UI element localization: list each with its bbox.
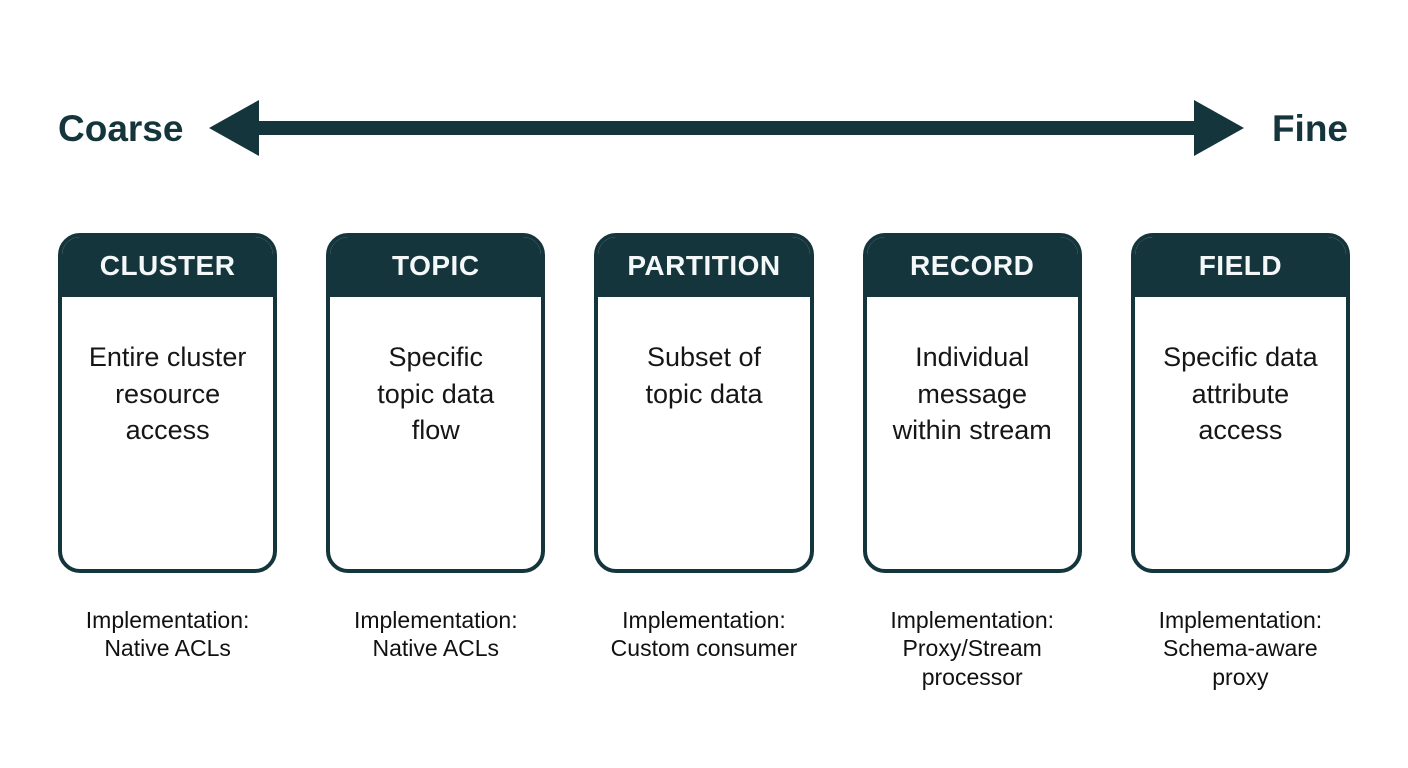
- column-record: RECORD Individual message within stream …: [862, 233, 1082, 691]
- card-cluster: CLUSTER Entire cluster resource access: [58, 233, 278, 573]
- card-description: Individual message within stream: [892, 342, 1052, 446]
- coarse-label: Coarse: [58, 107, 184, 149]
- card-partition: PARTITION Subset of topic data: [594, 233, 814, 573]
- implementation-note: Implementation: Native ACLs: [85, 607, 250, 662]
- card-title: RECORD: [866, 237, 1078, 297]
- column-cluster: CLUSTER Entire cluster resource access I…: [58, 233, 278, 691]
- granularity-cards-row: CLUSTER Entire cluster resource access I…: [58, 233, 1350, 691]
- card-topic: TOPIC Specific topic data flow: [326, 233, 546, 573]
- arrowhead-right-icon: [1193, 100, 1244, 156]
- granularity-spectrum: Coarse Fine: [58, 98, 1348, 158]
- column-field: FIELD Specific data attribute access Imp…: [1130, 233, 1350, 691]
- column-topic: TOPIC Specific topic data flow Implement…: [326, 233, 546, 691]
- double-headed-arrow: [209, 98, 1244, 158]
- fine-label: Fine: [1271, 107, 1348, 149]
- card-title: FIELD: [1134, 237, 1346, 297]
- column-partition: PARTITION Subset of topic data Implement…: [594, 233, 814, 691]
- card-record: RECORD Individual message within stream: [862, 233, 1082, 573]
- arrow-shaft: [259, 121, 1194, 135]
- card-title: TOPIC: [330, 237, 542, 297]
- arrowhead-left-icon: [209, 100, 260, 156]
- card-description: Entire cluster resource access: [88, 342, 247, 446]
- implementation-note: Implementation: Schema-aware proxy: [1158, 607, 1323, 690]
- card-title: PARTITION: [598, 237, 810, 297]
- card-description: Subset of topic data: [645, 342, 763, 409]
- card-description: Specific topic data flow: [377, 342, 495, 446]
- card-title: CLUSTER: [62, 237, 274, 297]
- card-description: Specific data attribute access: [1163, 342, 1318, 446]
- card-field: FIELD Specific data attribute access: [1130, 233, 1350, 573]
- implementation-note: Implementation: Proxy/Stream processor: [890, 607, 1055, 690]
- implementation-note: Implementation: Custom consumer: [610, 607, 798, 662]
- implementation-note: Implementation: Native ACLs: [353, 607, 518, 662]
